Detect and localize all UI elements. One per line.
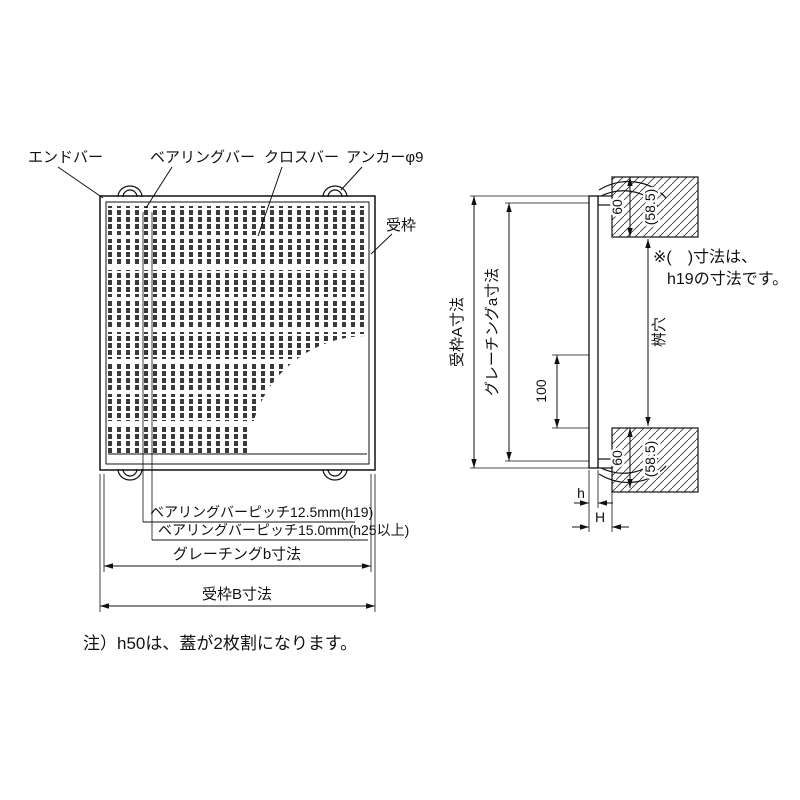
- concrete-bottom-block: [611, 427, 699, 493]
- notes: ※( )寸法は、 h19の寸法です。 注）h50は、蓋が2枚割になります。: [83, 248, 788, 653]
- section-dimensions: 受枠A寸法 グレーチングa寸法 100 桝穴 60 (58.5) 60 (58.…: [449, 177, 668, 532]
- bottom-note: 注）h50は、蓋が2枚割になります。: [83, 634, 357, 653]
- dim-585-top-label: (58.5): [642, 189, 658, 226]
- concrete-top-block: [611, 176, 699, 238]
- pitch-h19-label: ベアリングバーピッチ12.5mm(h19): [150, 504, 373, 520]
- plan-callouts: エンドバー ベアリングバー クロスバー アンカーφ9 受枠: [28, 149, 423, 255]
- pitch-h25-label: ベアリングバーピッチ15.0mm(h25以上): [158, 522, 409, 538]
- frame-inner-outline: [105, 201, 370, 465]
- anchor-plan-top-left: [117, 185, 143, 198]
- paren-note-line2: h19の寸法です。: [667, 270, 788, 288]
- end-bar-label: エンドバー: [28, 149, 103, 166]
- frame-label: 受枠: [386, 217, 416, 234]
- frame-b-label: 受枠B寸法: [202, 586, 272, 603]
- anchor-plan-bottom-right: [322, 468, 348, 481]
- masu-hole-label: 桝穴: [651, 317, 668, 347]
- anchor-label: アンカーφ9: [346, 149, 423, 166]
- paren-note-line1: ※( )寸法は、: [653, 248, 757, 266]
- dim-H-label: H: [595, 509, 605, 525]
- cross-bar-row: [108, 359, 367, 363]
- anchor-section-top: [598, 181, 667, 199]
- grating-section-band: [588, 195, 599, 469]
- cross-bar-label: クロスバー: [264, 149, 339, 166]
- corner-cutout: [249, 336, 367, 454]
- anchor-plan-top-right: [322, 185, 348, 198]
- grating-b-label: グレーチングb寸法: [173, 546, 301, 563]
- cross-bar-row: [108, 390, 367, 394]
- cross-bar-row: [108, 297, 367, 301]
- section-view: [588, 176, 699, 493]
- frame-outer-outline: [99, 195, 376, 471]
- dim-60-top-label: 60: [609, 199, 625, 215]
- grating-a-label: グレーチングa寸法: [484, 268, 501, 396]
- dim-100-label: 100: [533, 379, 549, 403]
- frame-leader: [370, 233, 393, 255]
- cross-bar-row: [108, 421, 367, 425]
- bearing-bar-leader: [145, 166, 173, 209]
- anchor-leader: [340, 166, 363, 191]
- cross-bar-row: [108, 328, 367, 332]
- frame-a-label: 受枠A寸法: [449, 297, 466, 367]
- end-bar-leader: [57, 166, 104, 199]
- plan-dimensions: ベアリングバーピッチ12.5mm(h19) ベアリングバーピッチ15.0mm(h…: [99, 474, 409, 612]
- cross-bar-row: [108, 266, 367, 270]
- anchor-section-bottom: [598, 465, 667, 483]
- anchor-plan-bottom-left: [117, 468, 143, 481]
- cross-bar-rows: [108, 235, 367, 425]
- bearing-bar-label: ベアリングバー: [150, 149, 255, 166]
- cross-bar-row: [108, 235, 367, 239]
- dim-585-bottom-label: (58.5): [642, 441, 658, 478]
- cross-bar-leader: [257, 166, 283, 237]
- dim-60-bottom-label: 60: [609, 450, 625, 466]
- plan-view: [99, 185, 376, 540]
- dim-h-label: h: [577, 485, 585, 501]
